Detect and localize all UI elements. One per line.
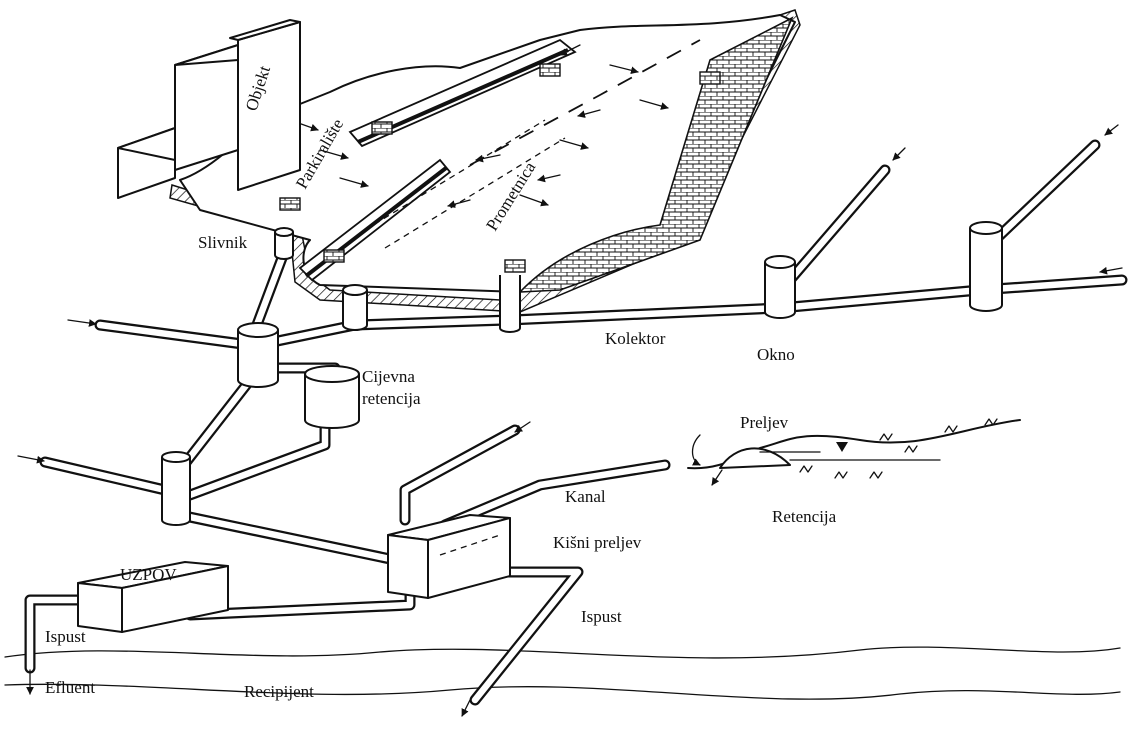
label-okno: Okno [757, 345, 795, 364]
rain-overflow-box [387, 514, 511, 599]
uzpov-box [77, 561, 229, 633]
label-efluent: Efluent [45, 678, 95, 697]
manhole-left-top [237, 322, 279, 388]
pipe-retention-tank [304, 365, 360, 429]
surface-area [169, 9, 801, 313]
label-kisni-preljev: Kišni preljev [553, 533, 642, 552]
manhole-okno [764, 255, 796, 319]
label-ispust-right: Ispust [581, 607, 622, 626]
manhole-road [499, 275, 521, 333]
manhole-left-bottom [161, 451, 191, 526]
manhole-collector [342, 284, 368, 331]
label-slivnik: Slivnik [198, 233, 248, 252]
building-objekt [117, 19, 301, 199]
manhole-right [969, 221, 1003, 312]
label-kolektor: Kolektor [605, 329, 666, 348]
label-retencija-pond: Retencija [772, 507, 837, 526]
label-ispust-left: Ispust [45, 627, 86, 646]
manholes [161, 221, 1003, 526]
flow-arrows [17, 124, 1123, 717]
label-retencija-tank: retencija [362, 389, 421, 408]
label-uzpov: UZPOV [120, 565, 177, 584]
recipient-river [4, 646, 1121, 700]
retention-pond [687, 418, 1021, 486]
label-kanal: Kanal [565, 487, 606, 506]
label-preljev: Preljev [740, 413, 789, 432]
label-recipijent: Recipijent [244, 682, 314, 701]
pipe-network [24, 139, 1128, 706]
label-cijevna: Cijevna [362, 367, 415, 386]
manhole-slivnik [274, 227, 294, 260]
